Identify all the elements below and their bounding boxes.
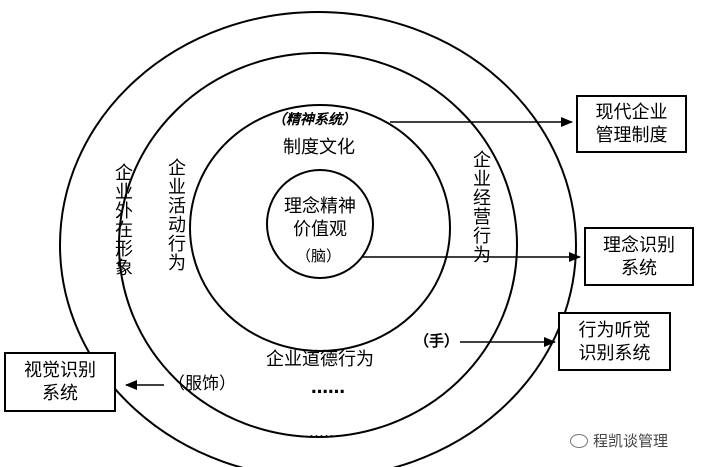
- second-ring: [189, 104, 451, 352]
- visual-identity-box: 视觉识别 系统: [4, 352, 116, 412]
- brain-marker: （脑）: [296, 247, 342, 265]
- institutional-culture-label: 制度文化: [283, 137, 355, 158]
- behavior-identity-box: 行为听觉 识别系统: [558, 312, 671, 371]
- external-image-label: 企业外在形象: [112, 163, 133, 277]
- watermark: 程凯谈管理: [570, 430, 668, 451]
- concept-box-line2: 系统: [621, 257, 657, 279]
- behavior-box-line1: 行为听觉: [578, 319, 651, 341]
- management-box-line1: 现代企业: [595, 102, 668, 123]
- visual-box-line2: 系统: [42, 383, 78, 404]
- visual-box-line1: 视觉识别: [24, 360, 96, 381]
- behavior-box-line2: 识别系统: [578, 342, 651, 364]
- outer-ring: [59, 11, 577, 467]
- core-text-line1: 理念精神: [284, 196, 356, 217]
- third-ring: [118, 52, 518, 438]
- ring3-ellipsis: ……: [311, 378, 345, 398]
- hand-marker: （手）: [414, 332, 460, 350]
- concept-identity-box: 理念识别 系统: [584, 227, 694, 286]
- concept-box-line1: 理念识别: [603, 234, 675, 256]
- watermark-text: 程凯谈管理: [593, 432, 669, 450]
- core-ring: [266, 169, 374, 279]
- core-text-line2: 价值观: [293, 219, 347, 240]
- operation-behavior-label: 企业经营行为: [470, 150, 491, 264]
- clothing-marker: （服饰）: [168, 374, 236, 394]
- moral-behavior-label: 企业道德行为: [266, 349, 374, 370]
- management-system-box: 现代企业 管理制度: [576, 95, 687, 153]
- wechat-icon: [570, 433, 588, 448]
- ring4-ellipsis: ……: [309, 423, 339, 441]
- spirit-system-marker: （精神系统）: [272, 112, 356, 128]
- activity-behavior-label: 企业活动行为: [165, 158, 186, 272]
- management-box-line2: 管理制度: [595, 125, 668, 146]
